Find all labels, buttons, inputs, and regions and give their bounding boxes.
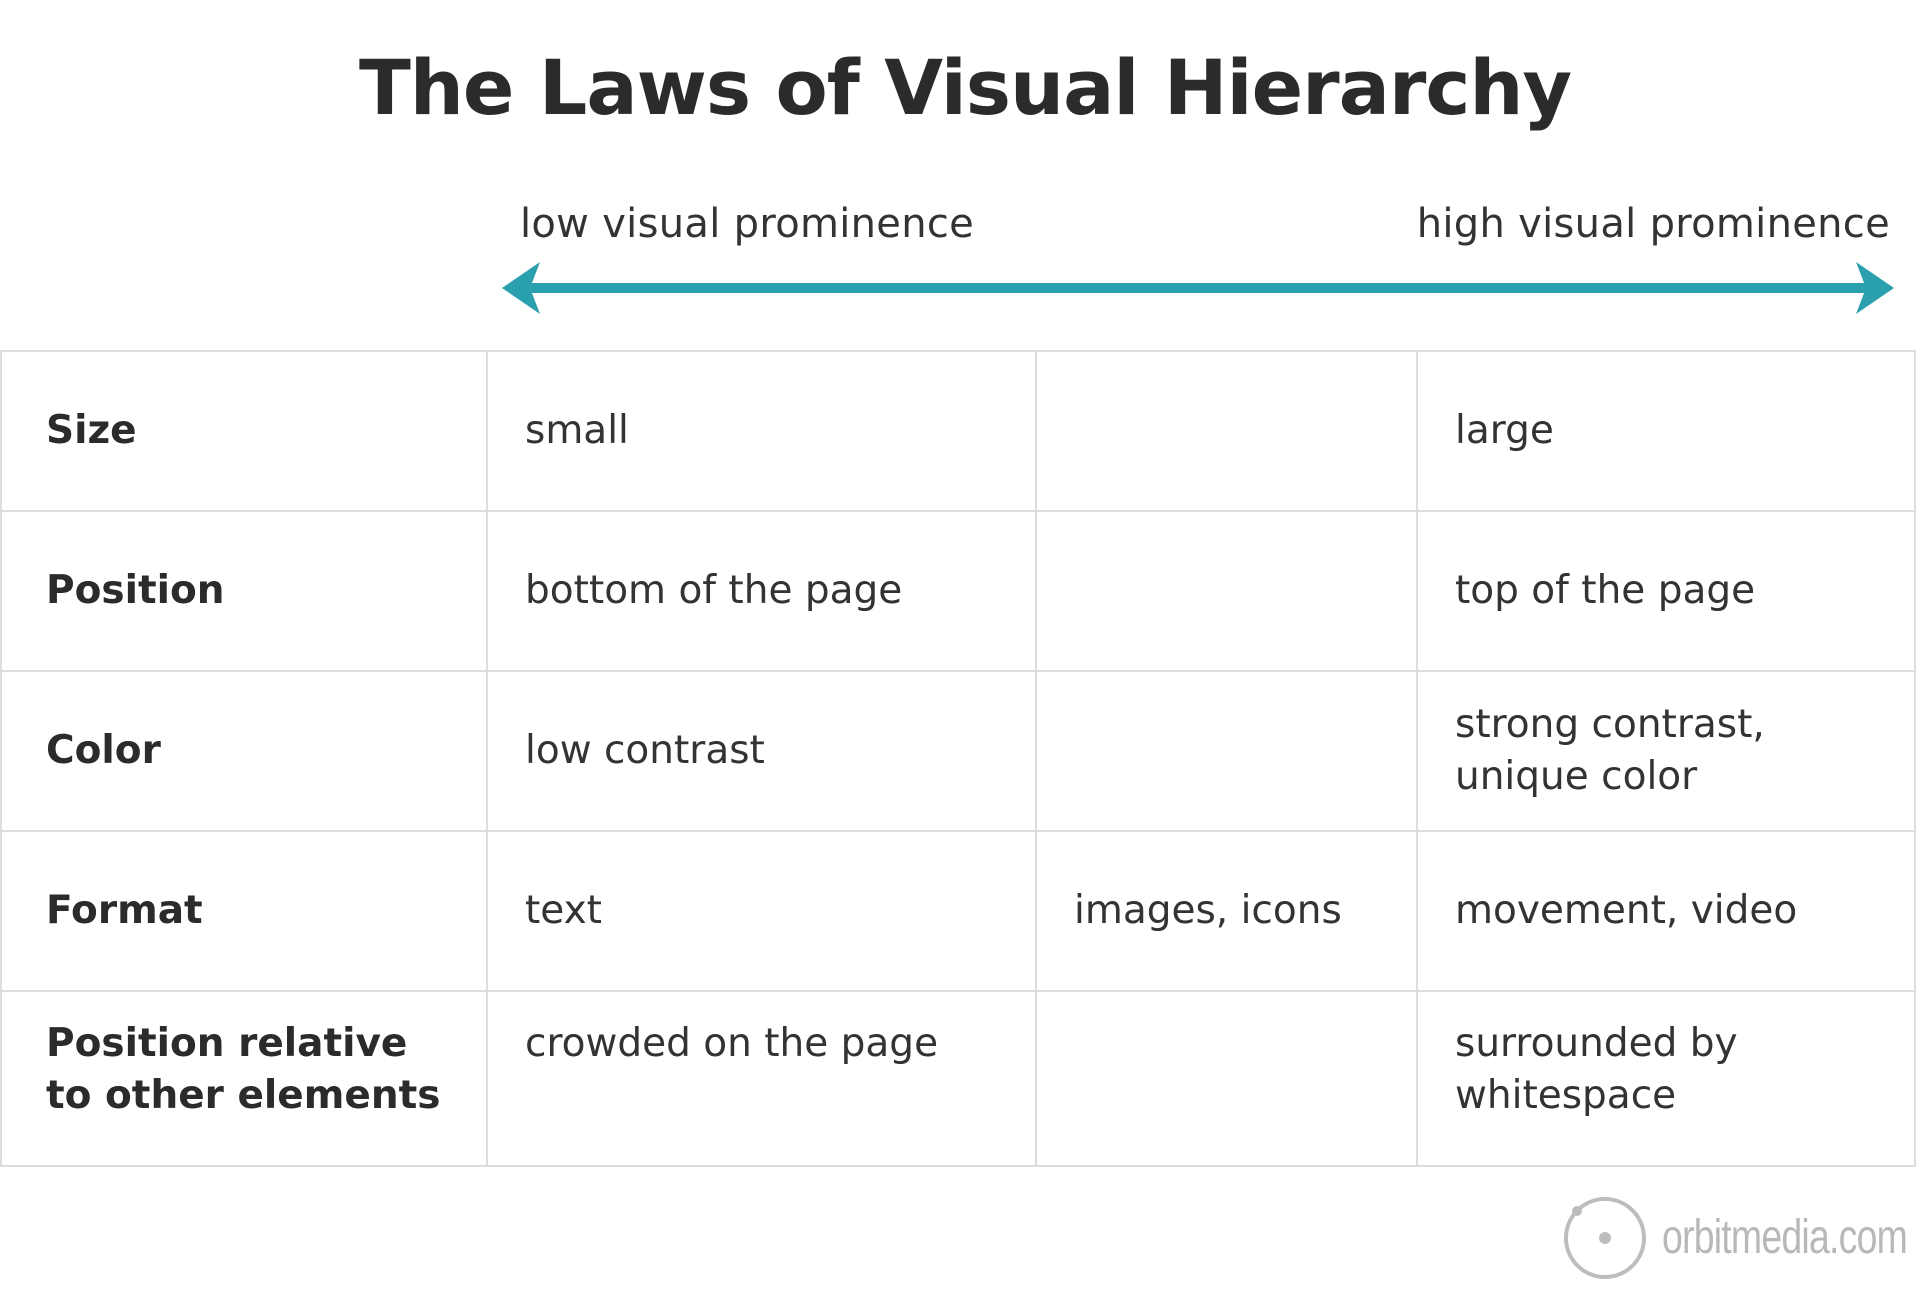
factor-cell: Position xyxy=(0,510,488,672)
double-headed-arrow-icon xyxy=(502,262,1894,314)
factor-cell: Position relative to other elements xyxy=(0,990,488,1167)
low-cell: low contrast xyxy=(486,670,1037,832)
diagram-title: The Laws of Visual Hierarchy xyxy=(358,43,1572,132)
table-row: Format text images, icons movement, vide… xyxy=(0,830,1916,992)
high-cell: movement, video xyxy=(1416,830,1916,992)
high-cell: surrounded by whitespace xyxy=(1416,990,1916,1167)
mid-cell xyxy=(1035,350,1418,512)
low-cell: crowded on the page xyxy=(486,990,1037,1167)
logo-text: orbitmedia.com xyxy=(1662,1211,1908,1264)
visual-hierarchy-table: Size small large Position bottom of the … xyxy=(0,350,1916,1167)
mid-cell xyxy=(1035,670,1418,832)
low-prominence-label: low visual prominence xyxy=(520,201,975,247)
table-row: Color low contrast strong contrast, uniq… xyxy=(0,670,1916,832)
factor-cell: Size xyxy=(0,350,488,512)
high-cell: large xyxy=(1416,350,1916,512)
table-row: Position bottom of the page top of the p… xyxy=(0,510,1916,672)
high-cell: strong contrast, unique color xyxy=(1416,670,1916,832)
mid-cell xyxy=(1035,990,1418,1167)
high-prominence-label: high visual prominence xyxy=(1416,201,1890,247)
high-cell: top of the page xyxy=(1416,510,1916,672)
mid-cell: images, icons xyxy=(1035,830,1418,992)
factor-cell: Color xyxy=(0,670,488,832)
mid-cell xyxy=(1035,510,1418,672)
low-cell: small xyxy=(486,350,1037,512)
table-row: Size small large xyxy=(0,350,1916,512)
factor-cell: Format xyxy=(0,830,488,992)
table-row: Position relative to other elements crow… xyxy=(0,990,1916,1167)
orbitmedia-logo: orbitmedia.com xyxy=(1562,1194,1920,1282)
low-cell: bottom of the page xyxy=(486,510,1037,672)
low-cell: text xyxy=(486,830,1037,992)
orbit-icon xyxy=(1564,1197,1646,1279)
